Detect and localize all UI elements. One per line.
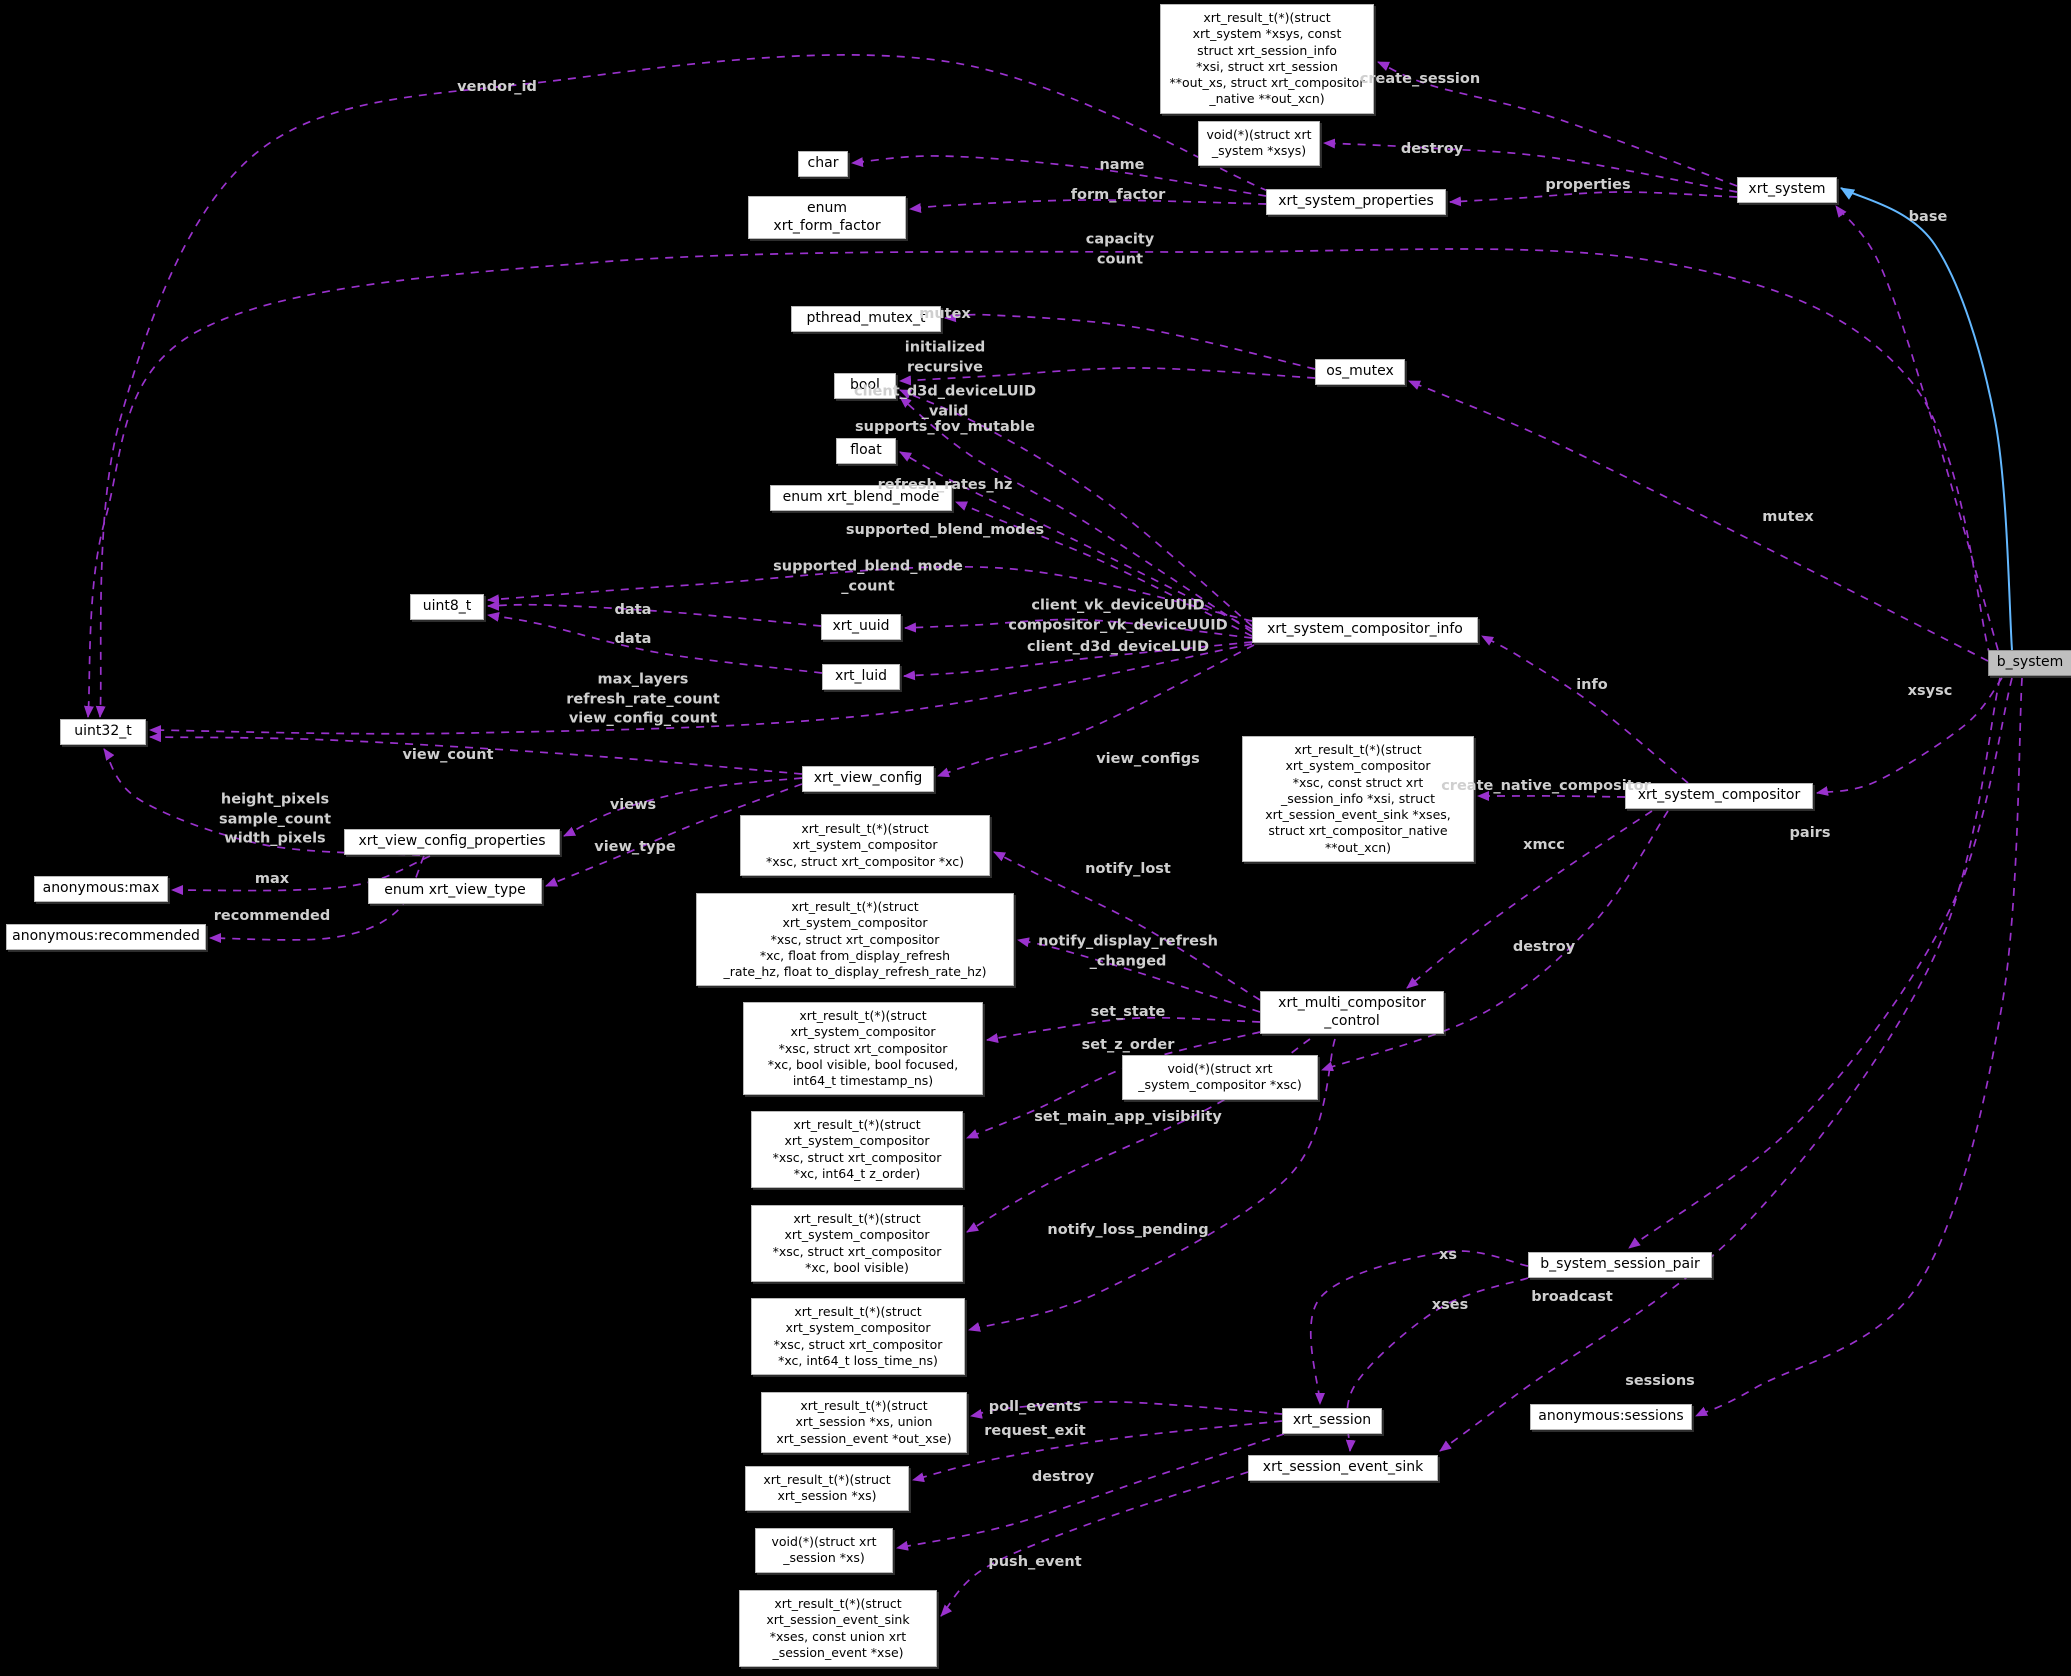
node-fn_create_native: xrt_result_t(*)(struct xrt_system_compos… [1242,736,1474,862]
edge-supported_blend_mode_count [487,565,1253,622]
edge-xsysc [1816,677,2003,796]
edge-view_configs [937,644,1255,778]
node-fn_destroy_system: void(*)(struct xrt _system *xsys) [1198,121,1320,166]
edge-sessions [1695,677,2023,1417]
edge-data-luid [487,611,823,674]
node-fn_create_session: xrt_result_t(*)(struct xrt_system *xsys,… [1160,4,1374,114]
edge-supported_blend_modes [955,501,1253,637]
edge-xs [1309,1250,1529,1405]
edge-properties [1449,191,1738,207]
node-xrt_luid[interactable]: xrt_luid [822,664,900,690]
edge-set_z_order [966,1031,1261,1139]
edge-data-uuid [487,600,822,627]
node-b_system: b_system [1988,650,2071,676]
node-xrt_view_config[interactable]: xrt_view_config [802,766,934,792]
node-fn_notify_display: xrt_result_t(*)(struct xrt_system_compos… [696,893,1014,987]
edge-client_vk_deviceUUID [904,618,1253,639]
node-xrt_view_config_properties[interactable]: xrt_view_config_properties [344,829,560,855]
edge-views [563,777,803,837]
edge-client_d3d_deviceLUID_valid [899,389,1253,627]
edge-notify_display_refresh_changed [1017,937,1261,1013]
node-fn_loss_time: xrt_result_t(*)(struct xrt_system_compos… [751,1298,965,1375]
edge-form_factor [909,199,1267,213]
node-xrt_session_event_sink[interactable]: xrt_session_event_sink [1248,1455,1438,1481]
node-xrt_system[interactable]: xrt_system [1737,177,1837,203]
node-fn_set_z_order: xrt_result_t(*)(struct xrt_system_compos… [751,1111,963,1188]
edge-inheritance [1840,187,2013,651]
node-fn_destroy_session: xrt_result_t(*)(struct xrt_session *xs) [745,1466,909,1511]
edge-initialized-recursive [899,367,1316,386]
node-fn_void_session: void(*)(struct xrt _session *xs) [755,1528,893,1573]
edge-request_exit [912,1420,1283,1483]
node-xrt_session[interactable]: xrt_session [1282,1408,1382,1434]
edge-name [851,155,1267,197]
edge-supports_fov_mutable [899,396,1253,633]
node-float[interactable]: float [836,438,896,464]
node-uint32_t[interactable]: uint32_t [60,719,146,745]
edge-client_d3d_deviceLUID [903,641,1253,681]
edge-destroy-xsc [1321,810,1669,1072]
node-uint8_t[interactable]: uint8_t [410,594,484,620]
node-xrt_system_compositor_info[interactable]: xrt_system_compositor_info [1252,617,1478,643]
edge-view_count [149,732,803,775]
node-anonymous_recommended[interactable]: anonymous:recommended [6,924,206,950]
edge-vendor_id [95,54,1269,718]
edge-refresh_rates_hz [899,451,1253,630]
edge-pairs [1628,677,2013,1249]
node-char[interactable]: char [798,151,848,177]
node-os_mutex[interactable]: os_mutex [1315,359,1405,385]
node-pthread_mutex_t[interactable]: pthread_mutex_t [791,306,941,332]
node-fn_set_state: xrt_result_t(*)(struct xrt_system_compos… [743,1002,983,1096]
edge-destroy-session [896,1433,1285,1551]
node-fn_set_visible: xrt_result_t(*)(struct xrt_system_compos… [751,1205,963,1282]
node-b_system_session_pair[interactable]: b_system_session_pair [1528,1252,1712,1278]
node-fn_push_event: xrt_result_t(*)(struct xrt_session_event… [739,1590,937,1667]
node-fn_void_xsc: void(*)(struct xrt _system_compositor *x… [1122,1055,1318,1100]
edge-capacity-count [83,248,1991,718]
node-enum_xrt_view_type[interactable]: enum xrt_view_type [368,878,542,904]
edge-create_native_compositor [1477,791,1626,801]
edge-set_state [986,1016,1261,1044]
node-xrt_system_compositor[interactable]: xrt_system_compositor [1625,783,1813,809]
edge-max_layers-etc [149,643,1253,736]
edge-poll_events [970,1401,1283,1419]
node-anonymous_max[interactable]: anonymous:max [34,876,168,902]
node-anonymous_sessions[interactable]: anonymous:sessions [1530,1404,1692,1430]
edge-push_event [940,1471,1249,1617]
edge-mutex-os [944,312,1316,370]
edge-base [1835,205,1999,651]
node-fn_poll_events: xrt_result_t(*)(struct xrt_session *xs, … [761,1392,967,1453]
edge-broadcast [1439,677,2001,1452]
edge-notify_loss_pending [968,1038,1336,1332]
node-xrt_uuid[interactable]: xrt_uuid [821,614,901,640]
edge-notify_lost [993,851,1261,1001]
node-fn_notify_lost: xrt_result_t(*)(struct xrt_system_compos… [740,815,990,876]
edge-height_pixels-etc [103,748,421,856]
node-enum_xrt_blend_mode[interactable]: enum xrt_blend_mode [770,485,952,511]
edge-destroy-system [1323,138,1738,193]
node-xrt_multi_compositor_control[interactable]: xrt_multi_compositor _control [1260,991,1444,1034]
edge-mutex-bsystem [1408,380,1989,662]
node-enum_xrt_form_factor[interactable]: enum xrt_form_factor [748,196,906,239]
node-xrt_system_properties[interactable]: xrt_system_properties [1266,189,1446,215]
edge-create_session [1377,61,1738,187]
edge-info [1481,635,1689,784]
edge-max [171,855,431,896]
node-bool[interactable]: bool [834,373,896,399]
